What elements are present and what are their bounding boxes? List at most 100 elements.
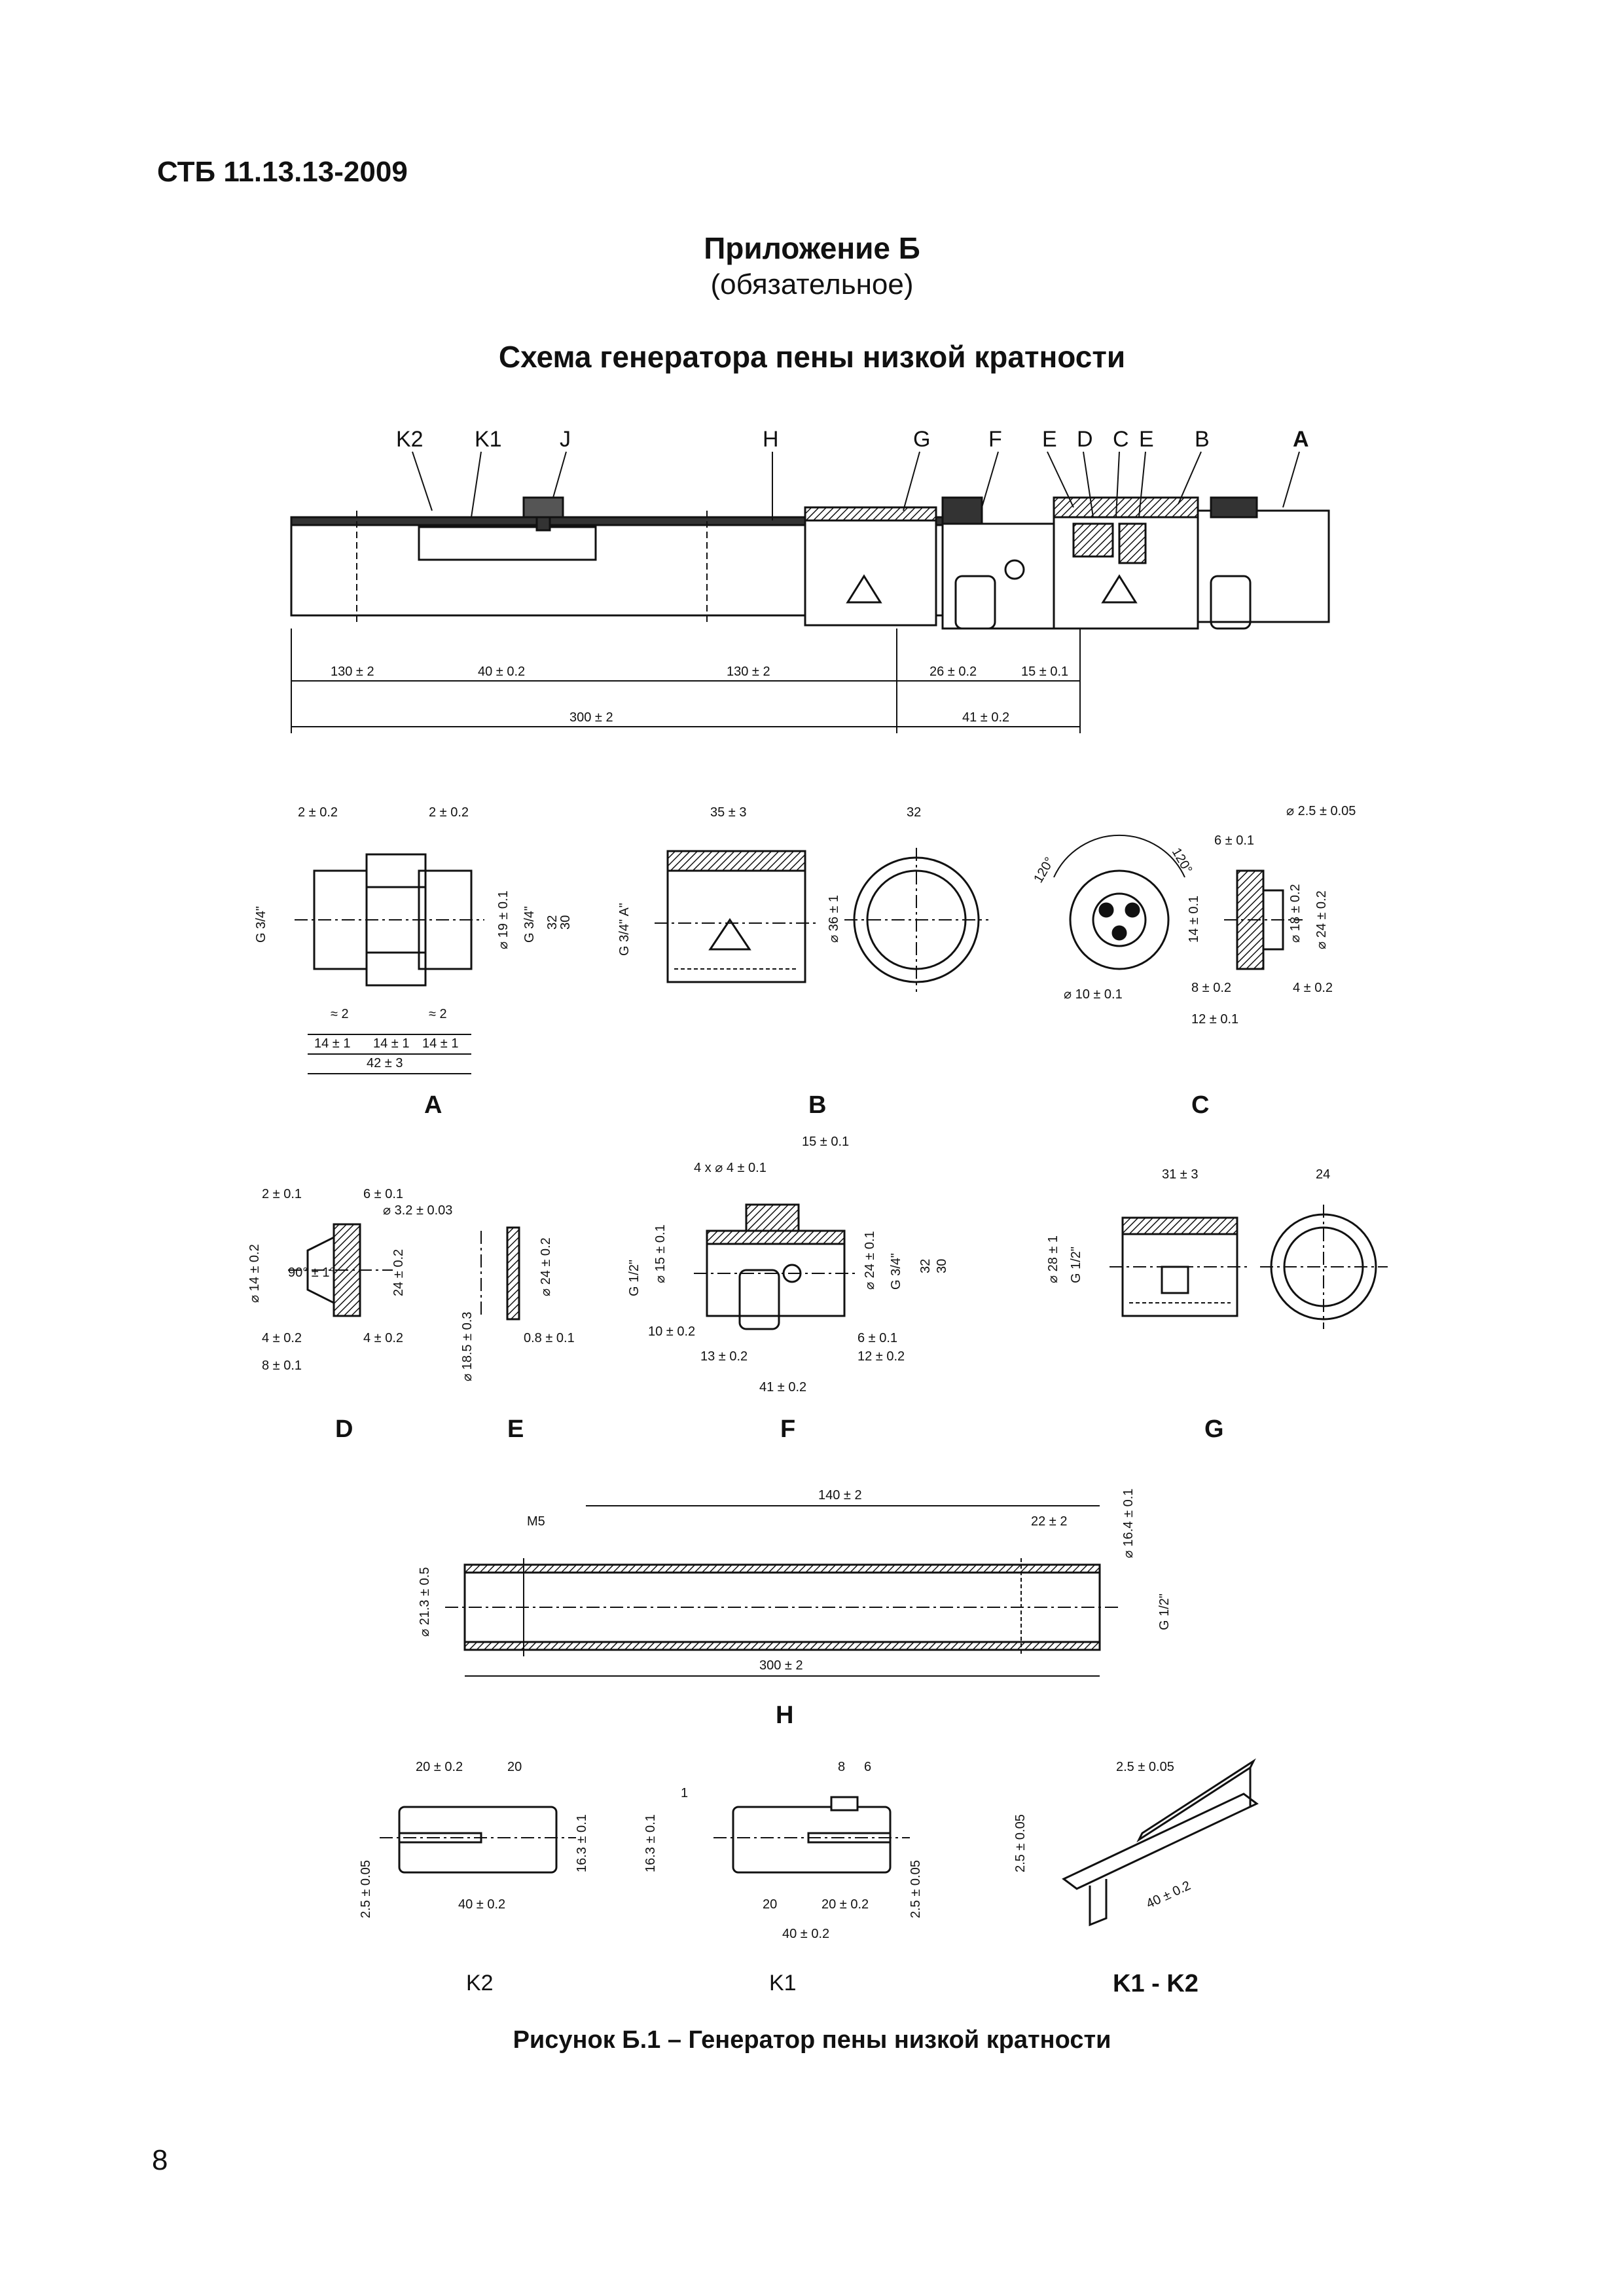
dim: 300 ± 2 [759,1658,803,1673]
dim: 14 ± 1 [422,1036,458,1051]
assembly-label-j: J [560,427,571,452]
part-a-dims: 2 ± 0.2 2 ± 0.2 G 3/4" ⌀ 19 ± 0.1 G 3/4"… [254,805,573,1070]
dim: 14 ± 1 [314,1036,350,1051]
part-e-drawing [480,1226,520,1321]
part-g-drawing [1110,1205,1388,1329]
dim: 130 ± 2 [331,665,374,679]
dim: 15 ± 0.1 [802,1135,849,1149]
assembly-label-e2: E [1139,427,1154,452]
page-number: 8 [152,2144,168,2176]
dim: ⌀ 28 ± 1 [1046,1235,1060,1283]
dim: 300 ± 2 [569,710,613,725]
dim: 20 ± 0.2 [821,1897,869,1912]
dim: 90° ± 1° [288,1266,334,1280]
dim: 24 [1316,1167,1330,1182]
dim: ⌀ 14 ± 0.2 [247,1244,262,1303]
part-label-k2: K2 [466,1971,494,1995]
dim: 22 ± 2 [1031,1514,1067,1529]
dim: G 3/4" [522,906,537,943]
dim: ⌀ 19 ± 0.1 [496,890,511,949]
assembly-label-e1: E [1042,427,1057,452]
dim: 16.3 ± 0.1 [575,1814,589,1872]
dim: ⌀ 15 ± 0.1 [653,1224,668,1283]
dim: 15 ± 0.1 [1021,665,1068,679]
part-label-c: C [1191,1091,1209,1119]
dim: 13 ± 0.2 [700,1349,748,1364]
assembly-label-a: A [1293,427,1309,452]
dim: 24 ± 0.2 [391,1249,406,1296]
dim: ⌀ 24 ± 0.2 [1314,890,1329,949]
dim: 42 ± 3 [367,1056,403,1070]
dim: 120° [1169,846,1195,877]
part-d-dims: 2 ± 0.1 6 ± 0.1 ⌀ 3.2 ± 0.03 ⌀ 14 ± 0.2 … [247,1187,452,1373]
figure-caption: Рисунок Б.1 – Генератор пены низкой крат… [513,2026,1111,2054]
part-label-f: F [780,1415,795,1443]
dim: 2.5 ± 0.05 [1116,1760,1174,1774]
part-g-dims: 31 ± 3 24 ⌀ 28 ± 1 G 1/2" [1046,1167,1330,1283]
assembly-label-b: B [1195,427,1210,452]
assembly-dims: 130 ± 2 40 ± 0.2 130 ± 2 26 ± 0.2 15 ± 0… [331,665,1068,725]
dim: 20 [507,1760,522,1774]
annex-title: Приложение Б [704,231,920,265]
part-e-dims: ⌀ 24 ± 0.2 ⌀ 18.5 ± 0.3 0.8 ± 0.1 [460,1237,575,1381]
part-b-drawing [655,848,988,992]
part-h-drawing [445,1505,1119,1677]
part-label-k1-k2: K1 - K2 [1113,1970,1199,1997]
dim: 32 [545,915,560,930]
dim: 12 ± 0.2 [857,1349,905,1364]
dim: 41 ± 0.2 [759,1380,806,1394]
dim: 40 ± 0.2 [458,1897,505,1912]
dim: 2.5 ± 0.05 [909,1860,923,1918]
annex-status: (обязательное) [710,268,914,301]
dim: G 3/4" A" [617,903,632,956]
dim: 32 [918,1259,933,1273]
dim: 35 ± 3 [710,805,746,820]
dim: 4 x ⌀ 4 ± 0.1 [694,1161,767,1175]
dim: ⌀ 2.5 ± 0.05 [1286,804,1356,818]
part-k1k2-drawing [1062,1758,1259,1927]
dim: G 1/2" [1069,1247,1083,1283]
dim: M5 [527,1514,545,1529]
assembly-drawing [290,451,1330,733]
dim: 26 ± 0.2 [929,665,977,679]
dim: 8 ± 0.1 [262,1358,302,1373]
part-b-dims: 35 ± 3 G 3/4" A" ⌀ 36 ± 1 32 [617,805,921,956]
part-k2-dims: 20 ± 0.2 20 2.5 ± 0.05 16.3 ± 0.1 40 ± 0… [359,1760,589,1918]
dim: 120° [1031,855,1057,886]
dim: 31 ± 3 [1162,1167,1198,1182]
dim: 40 ± 0.2 [478,665,525,679]
part-label-g: G [1204,1415,1224,1443]
dim: ⌀ 10 ± 0.1 [1064,987,1123,1002]
dim: ⌀ 16.4 ± 0.1 [1121,1489,1136,1558]
assembly-label-d: D [1077,427,1093,452]
assembly-label-k2: K2 [396,427,424,452]
dim: G 1/2" [627,1260,641,1296]
assembly-label-g: G [913,427,930,452]
dim: 20 ± 0.2 [416,1760,463,1774]
dim: ≈ 2 [331,1007,349,1021]
dim: ⌀ 24 ± 0.1 [863,1231,877,1290]
assembly-label-f: F [988,427,1002,452]
assembly-label-h: H [763,427,779,452]
dim: ⌀ 24 ± 0.2 [539,1237,553,1296]
assembly-labels: K2 K1 J H G F E D C E B A [396,427,1309,452]
document-code: СТБ 11.13.13-2009 [157,156,408,188]
dim: ⌀ 3.2 ± 0.03 [383,1203,452,1218]
dim: ≈ 2 [429,1007,447,1021]
dim: 0.8 ± 0.1 [524,1331,575,1345]
dim: 2 ± 0.1 [262,1187,302,1201]
part-label-a: A [424,1091,442,1119]
dim: 4 ± 0.2 [262,1331,302,1345]
part-label-d: D [335,1415,353,1443]
dim: ⌀ 36 ± 1 [827,895,841,943]
dim: ⌀ 18 ± 0.2 [1288,884,1303,943]
dim: 1 [681,1786,688,1800]
dim: 30 [558,915,573,930]
dim: 140 ± 2 [818,1488,862,1503]
dim: 6 ± 0.1 [363,1187,403,1201]
dim: ⌀ 21.3 ± 0.5 [418,1567,432,1637]
dim: 40 ± 0.2 [1144,1878,1193,1911]
part-c-drawing [1053,834,1303,970]
part-c-dims: 120° 120° ⌀ 10 ± 0.1 ⌀ 2.5 ± 0.05 6 ± 0.… [1031,804,1356,1027]
